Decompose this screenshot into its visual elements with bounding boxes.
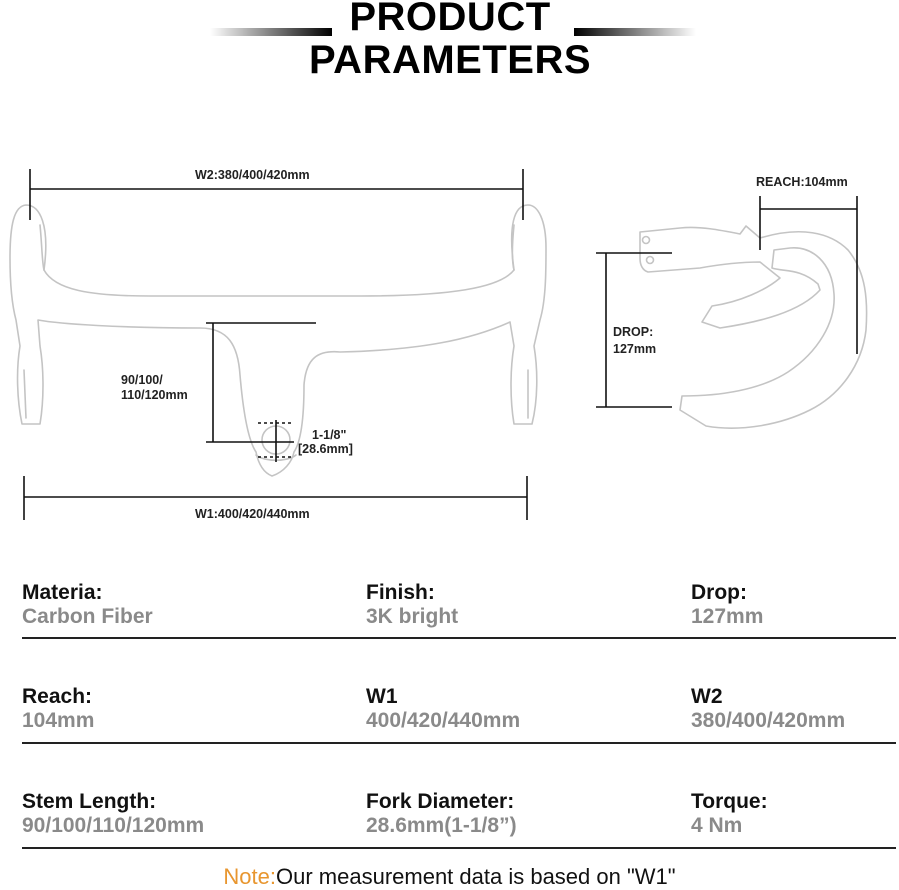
spec-label: Reach: [22,685,93,708]
spec-finish: Finish: 3K bright [366,581,458,629]
side-view-dimension-lines [596,196,858,408]
spec-value: 28.6mm(1-1/8”) [366,814,517,837]
w1-dimension-label: W1:400/420/440mm [195,507,310,521]
front-view-dimension-lines [23,169,528,520]
drop-dimension-label-line1: DROP: [613,325,654,339]
spec-label: Fork Diameter: [366,790,515,813]
spec-value: 90/100/110/120mm [22,814,205,837]
title-decor-right [574,28,696,36]
spec-value: 4 Nm [691,814,743,837]
measurement-note: Note:Our measurement data is based on "W… [0,864,899,890]
spec-label: Finish: [366,581,435,604]
stem-length-label-line1: 90/100/ [121,373,163,387]
side-view-outline [639,225,868,429]
spec-label: Stem Length: [22,790,157,813]
fork-diameter-marks [258,422,294,458]
spec-label: W1 [366,685,398,708]
spec-value: 3K bright [366,605,459,628]
row-divider [22,742,896,744]
handlebar-drawing [9,169,868,520]
spec-w1: W1 400/420/440mm [366,685,520,733]
spec-drop: Drop: 127mm [691,581,763,629]
reach-dimension-label: REACH:104mm [756,175,848,189]
spec-w2: W2 380/400/420mm [691,685,845,733]
fork-label-line2: [28.6mm] [298,442,353,456]
spec-label: W2 [691,685,723,708]
spec-torque: Torque: 4 Nm [691,790,768,838]
title-line-1: PRODUCT [349,0,551,39]
spec-fork-diameter: Fork Diameter: 28.6mm(1-1/8”) [366,790,517,838]
spec-label: Torque: [691,790,768,813]
row-divider [22,847,896,849]
front-view-outline [9,204,547,477]
row-divider [22,637,896,639]
spec-label: Materia: [22,581,103,604]
spec-value: 380/400/420mm [691,709,846,732]
note-label: Note: [223,864,276,889]
spec-value: 127mm [691,605,764,628]
stem-length-label-line2: 110/120mm [121,388,188,402]
spec-material: Materia: Carbon Fiber [22,581,153,629]
note-text: Our measurement data is based on "W1" [276,864,676,889]
title-decor-left [210,28,332,36]
fork-label-line1: 1-1/8" [312,428,347,442]
title-line-2: PARAMETERS [308,38,592,82]
w2-dimension-label: W2:380/400/420mm [195,168,310,182]
spec-stem-length: Stem Length: 90/100/110/120mm [22,790,204,838]
spec-label: Drop: [691,581,747,604]
spec-value: Carbon Fiber [22,605,153,628]
spec-reach: Reach: 104mm [22,685,94,733]
drop-dimension-label-line2: 127mm [613,342,657,356]
spec-value: 400/420/440mm [366,709,521,732]
spec-value: 104mm [22,709,95,732]
title-block: PRODUCT PARAMETERS [0,0,899,80]
